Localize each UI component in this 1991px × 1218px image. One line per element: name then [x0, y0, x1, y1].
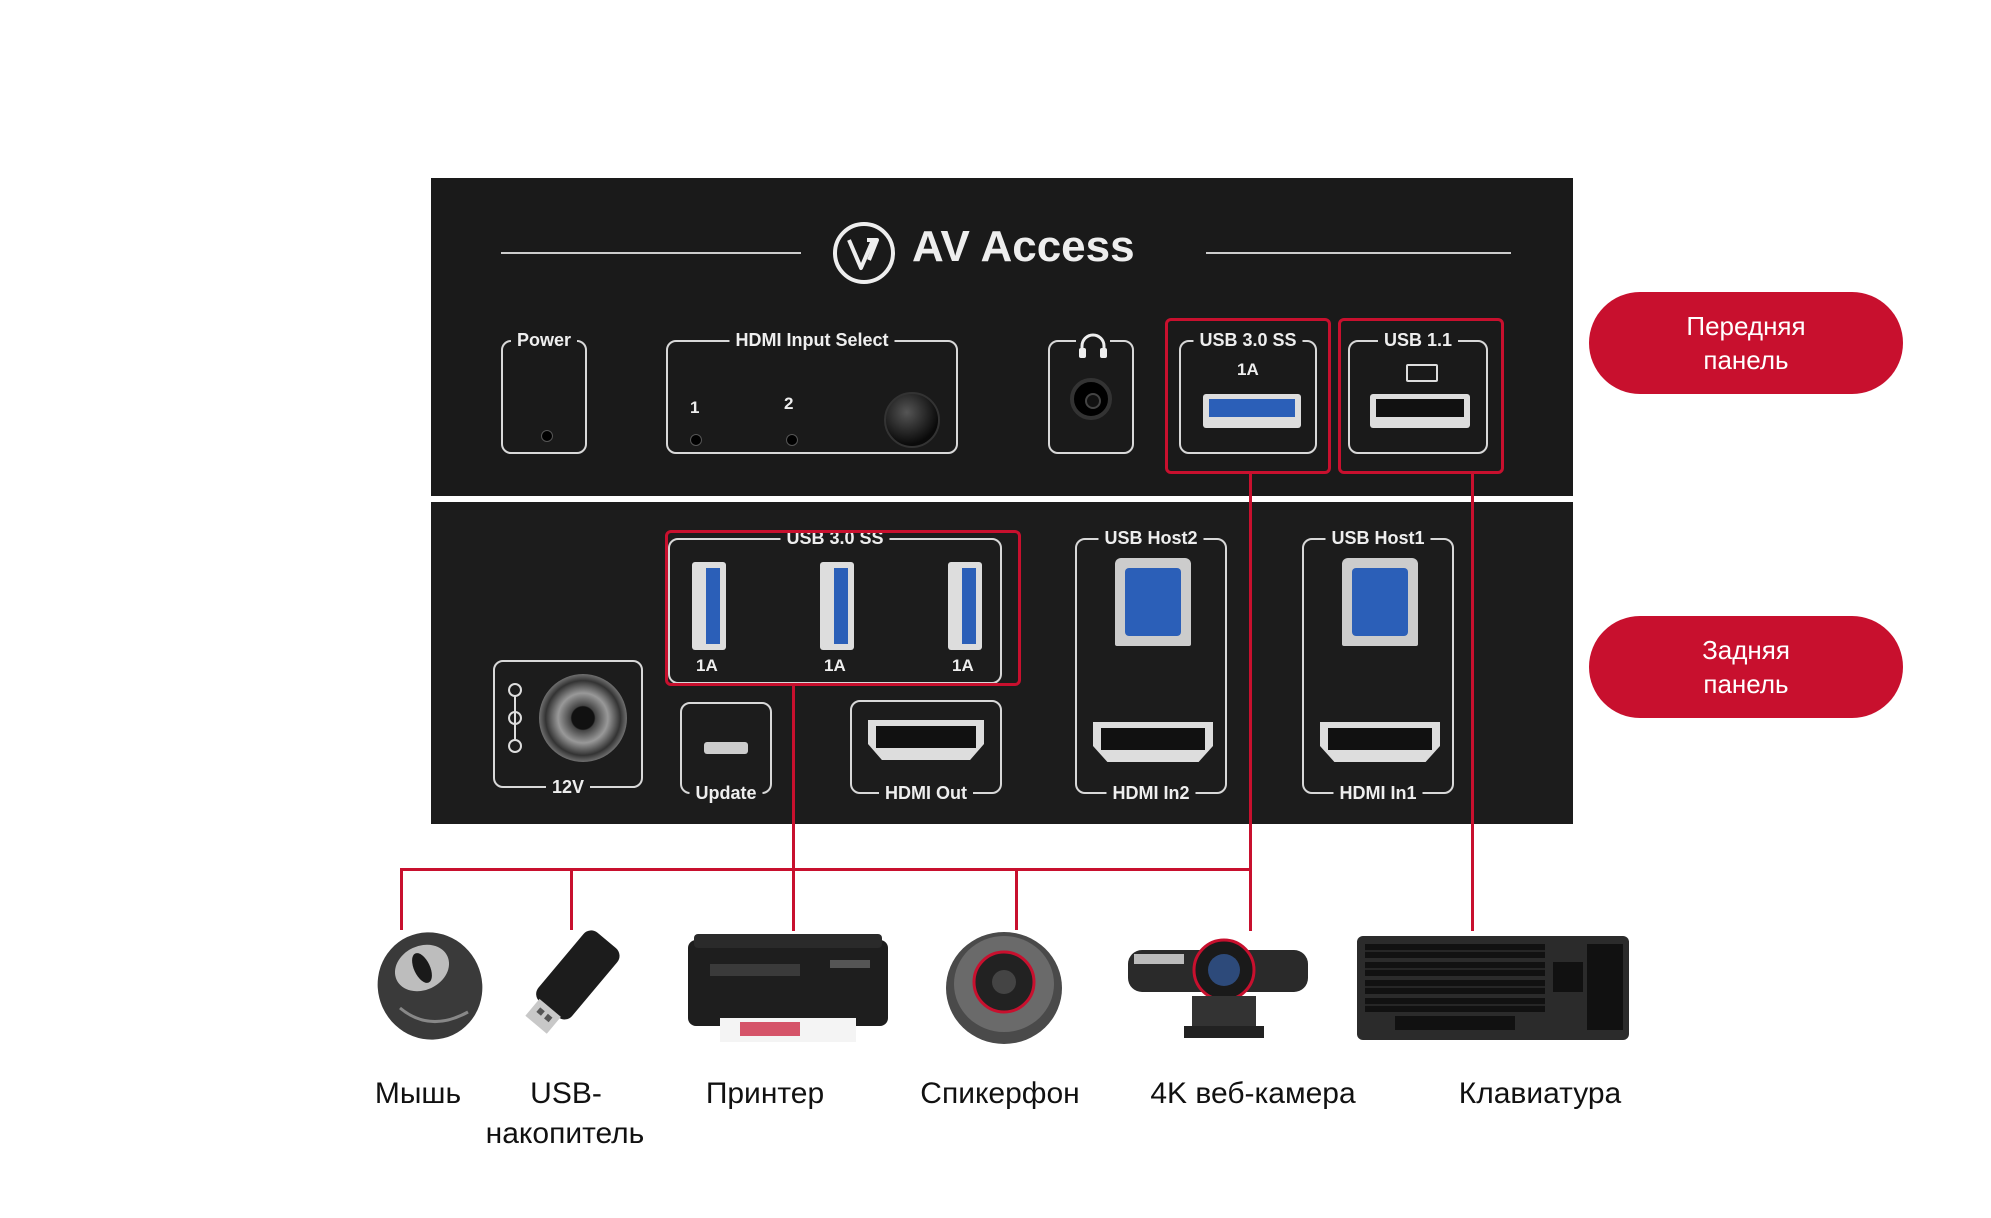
power-button-box[interactable]: Power — [501, 330, 587, 454]
rear-port-3-current: 1A — [952, 656, 974, 675]
front-pill-line1: Передняя — [1686, 311, 1806, 341]
connector-webcam-down — [1249, 474, 1252, 931]
usb-drive-icon — [510, 922, 640, 1044]
mouse-icon — [370, 928, 490, 1043]
usb-drive-label-line2: накопитель — [485, 1117, 645, 1150]
brand-logo-icon — [831, 220, 897, 286]
headphone-icon — [1076, 332, 1110, 360]
rear-port-1-current: 1A — [696, 656, 718, 675]
connector-usb-drive — [570, 868, 573, 930]
usb-host1-label: USB Host1 — [1325, 528, 1431, 549]
dc-power-label: 12V — [545, 777, 591, 798]
connector-speakerphone — [1015, 868, 1018, 930]
rear-panel-pill: Задняя панель — [1589, 616, 1903, 718]
hdmi-in2-label: HDMI In2 — [1106, 783, 1196, 804]
highlight-rear-usb30 — [665, 530, 1021, 686]
rear-usb30-port-1[interactable] — [692, 562, 726, 650]
usb-host2-port[interactable] — [1115, 558, 1191, 646]
rear-port-2-current: 1A — [824, 656, 846, 675]
update-port-box: Update — [680, 702, 772, 804]
keyboard-label: Клавиатура — [1458, 1077, 1622, 1110]
rear-usb30-port-3[interactable] — [948, 562, 982, 650]
printer-label: Принтер — [705, 1077, 825, 1110]
usb-drive-label-line1: USB- — [530, 1077, 602, 1110]
rear-pill-line2: панель — [1703, 669, 1789, 699]
connector-keyboard-down — [1471, 474, 1474, 931]
usb-host1-port[interactable] — [1342, 558, 1418, 646]
front-usb30-box: USB 3.0 SS 1A — [1179, 330, 1317, 454]
connector-bus — [400, 868, 1250, 871]
speakerphone-icon — [940, 922, 1068, 1048]
hdmi-select-2-label: 2 — [784, 394, 794, 413]
dc-power-jack[interactable] — [539, 674, 627, 762]
power-led — [541, 430, 553, 442]
headphone-jack — [1070, 378, 1112, 420]
speakerphone-label: Спикерфон — [920, 1077, 1080, 1110]
update-port[interactable] — [704, 742, 748, 754]
connector-rear-usb-down — [792, 686, 795, 931]
front-usb11-port[interactable] — [1370, 394, 1470, 428]
polarity-icon — [505, 680, 525, 756]
front-usb30-port[interactable] — [1203, 394, 1301, 428]
usb-host2-box: USB Host2 HDMI In2 — [1075, 528, 1227, 804]
update-label: Update — [689, 783, 763, 804]
front-panel-pill: Передняя панель — [1589, 292, 1903, 394]
power-label: Power — [510, 330, 578, 351]
keyboard-icon — [1355, 930, 1631, 1046]
usb-host1-box: USB Host1 HDMI In1 — [1302, 528, 1454, 804]
connector-mouse — [400, 868, 403, 930]
rear-panel: 12V Update USB 3.0 SS 1A 1A 1A HDMI Out … — [431, 502, 1573, 824]
brand-name: AV Access — [912, 222, 1135, 271]
dc-power-box: 12V — [493, 660, 643, 798]
hdmi-out-port[interactable] — [868, 720, 984, 760]
mouse-label: Мышь — [374, 1077, 462, 1110]
headphone-jack-box[interactable] — [1048, 332, 1134, 454]
front-usb11-box: USB 1.1 — [1348, 330, 1488, 454]
webcam-icon — [1124, 926, 1312, 1044]
webcam-label: 4K веб-камера — [1150, 1077, 1356, 1110]
front-usb30-current: 1A — [1237, 360, 1259, 379]
hdmi-in2-port[interactable] — [1093, 722, 1213, 762]
printer-icon — [680, 930, 896, 1048]
front-usb11-label: USB 1.1 — [1377, 330, 1459, 351]
rear-usb30-port-2[interactable] — [820, 562, 854, 650]
hdmi-led-1 — [690, 434, 702, 446]
hdmi-out-box: HDMI Out — [850, 700, 1002, 804]
hdmi-select-knob[interactable] — [884, 392, 940, 448]
keyboard-mini-icon — [1406, 364, 1438, 382]
hdmi-select-1-label: 1 — [690, 398, 700, 417]
highlight-front-usb11 — [1338, 318, 1504, 474]
rear-usb30-box: USB 3.0 SS 1A 1A 1A — [668, 528, 1002, 684]
front-panel: AV Access Power HDMI Input Select 1 2 US… — [431, 178, 1573, 496]
brand-line-right — [1206, 252, 1511, 254]
hdmi-in1-label: HDMI In1 — [1333, 783, 1423, 804]
front-usb30-label: USB 3.0 SS — [1193, 330, 1303, 351]
rear-pill-line1: Задняя — [1702, 635, 1790, 665]
hdmi-out-label: HDMI Out — [879, 783, 973, 804]
hdmi-led-2 — [786, 434, 798, 446]
hdmi-input-select-label: HDMI Input Select — [729, 330, 895, 351]
usb-host2-label: USB Host2 — [1098, 528, 1204, 549]
hdmi-in1-port[interactable] — [1320, 722, 1440, 762]
hdmi-input-select-box: HDMI Input Select 1 2 — [666, 330, 958, 454]
rear-usb30-label: USB 3.0 SS — [780, 528, 890, 549]
brand-line-left — [501, 252, 801, 254]
highlight-front-usb30 — [1165, 318, 1331, 474]
front-pill-line2: панель — [1703, 345, 1789, 375]
